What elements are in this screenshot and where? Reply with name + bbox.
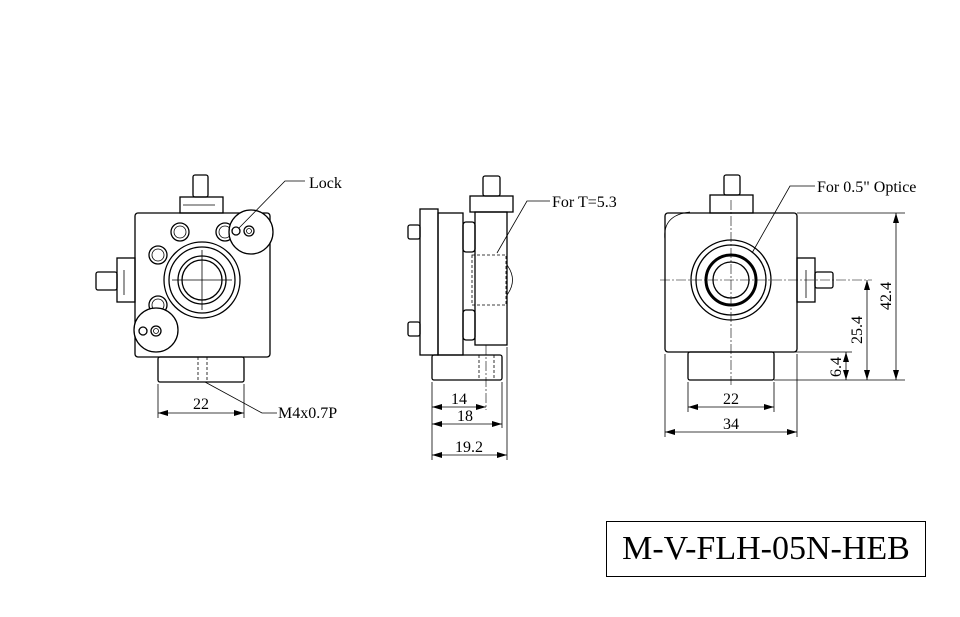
dim-side-18: 18 — [457, 408, 473, 425]
side-view: For T=5.3 14 18 19.2 — [407, 175, 617, 460]
thread-label: M4x0.7P — [278, 405, 337, 422]
dim-rear-width: 34 — [723, 416, 739, 433]
model-number: M-V-FLH-05N-HEB — [606, 521, 926, 577]
dim-rear-center: 25.4 — [849, 316, 866, 344]
dim-front-width: 22 — [193, 396, 209, 413]
dim-side-19-2: 19.2 — [455, 439, 483, 456]
dim-rear-base: 22 — [723, 391, 739, 408]
rear-view: For 0.5" Optice 42.4 25.4 6.4 22 34 — [660, 174, 916, 437]
thickness-label: For T=5.3 — [552, 194, 617, 211]
screw-icon — [148, 222, 235, 315]
optic-label: For 0.5" Optice — [817, 179, 916, 196]
dim-rear-base-height: 6.4 — [828, 357, 845, 377]
dim-rear-height: 42.4 — [878, 282, 895, 310]
lock-label: Lock — [309, 175, 342, 192]
mount-base — [157, 356, 245, 383]
front-view: Lock M4x0.7P 22 — [95, 174, 342, 422]
dim-side-14: 14 — [451, 391, 467, 408]
